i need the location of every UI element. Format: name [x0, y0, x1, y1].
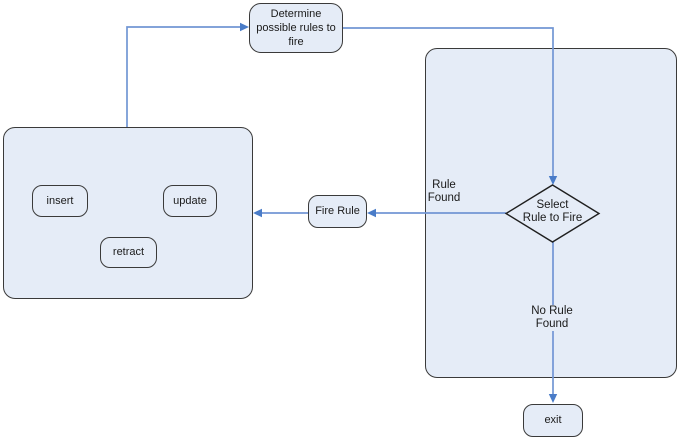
node-determine-rules-label: Determine possible rules to fire: [256, 8, 336, 48]
edge-wma-to-determine: [126, 26, 240, 127]
node-retract-label: retract: [112, 246, 145, 258]
node-fire-rule-label: Fire Rule: [315, 205, 360, 217]
arrowhead-into-firerule: [367, 208, 376, 218]
edge-label-no-rule-found: No Rule Found: [524, 305, 580, 331]
edge-label-rule-found: Rule Found: [427, 179, 461, 204]
node-exit: exit: [523, 404, 583, 437]
node-insert: insert: [32, 185, 88, 217]
node-update-label: update: [173, 194, 207, 207]
node-determine-rules: Determine possible rules to fire: [249, 3, 343, 53]
arrowhead-into-wma: [253, 208, 262, 218]
arrowhead-into-exit: [548, 394, 558, 403]
node-fire-rule: Fire Rule: [308, 195, 367, 228]
node-exit-label: exit: [544, 414, 562, 426]
node-insert-label: insert: [46, 194, 74, 207]
select-rule-label: Select Rule to Fire: [522, 199, 583, 224]
node-retract: retract: [100, 237, 157, 268]
node-update: update: [163, 185, 217, 217]
arrowhead-into-determine: [240, 22, 249, 32]
